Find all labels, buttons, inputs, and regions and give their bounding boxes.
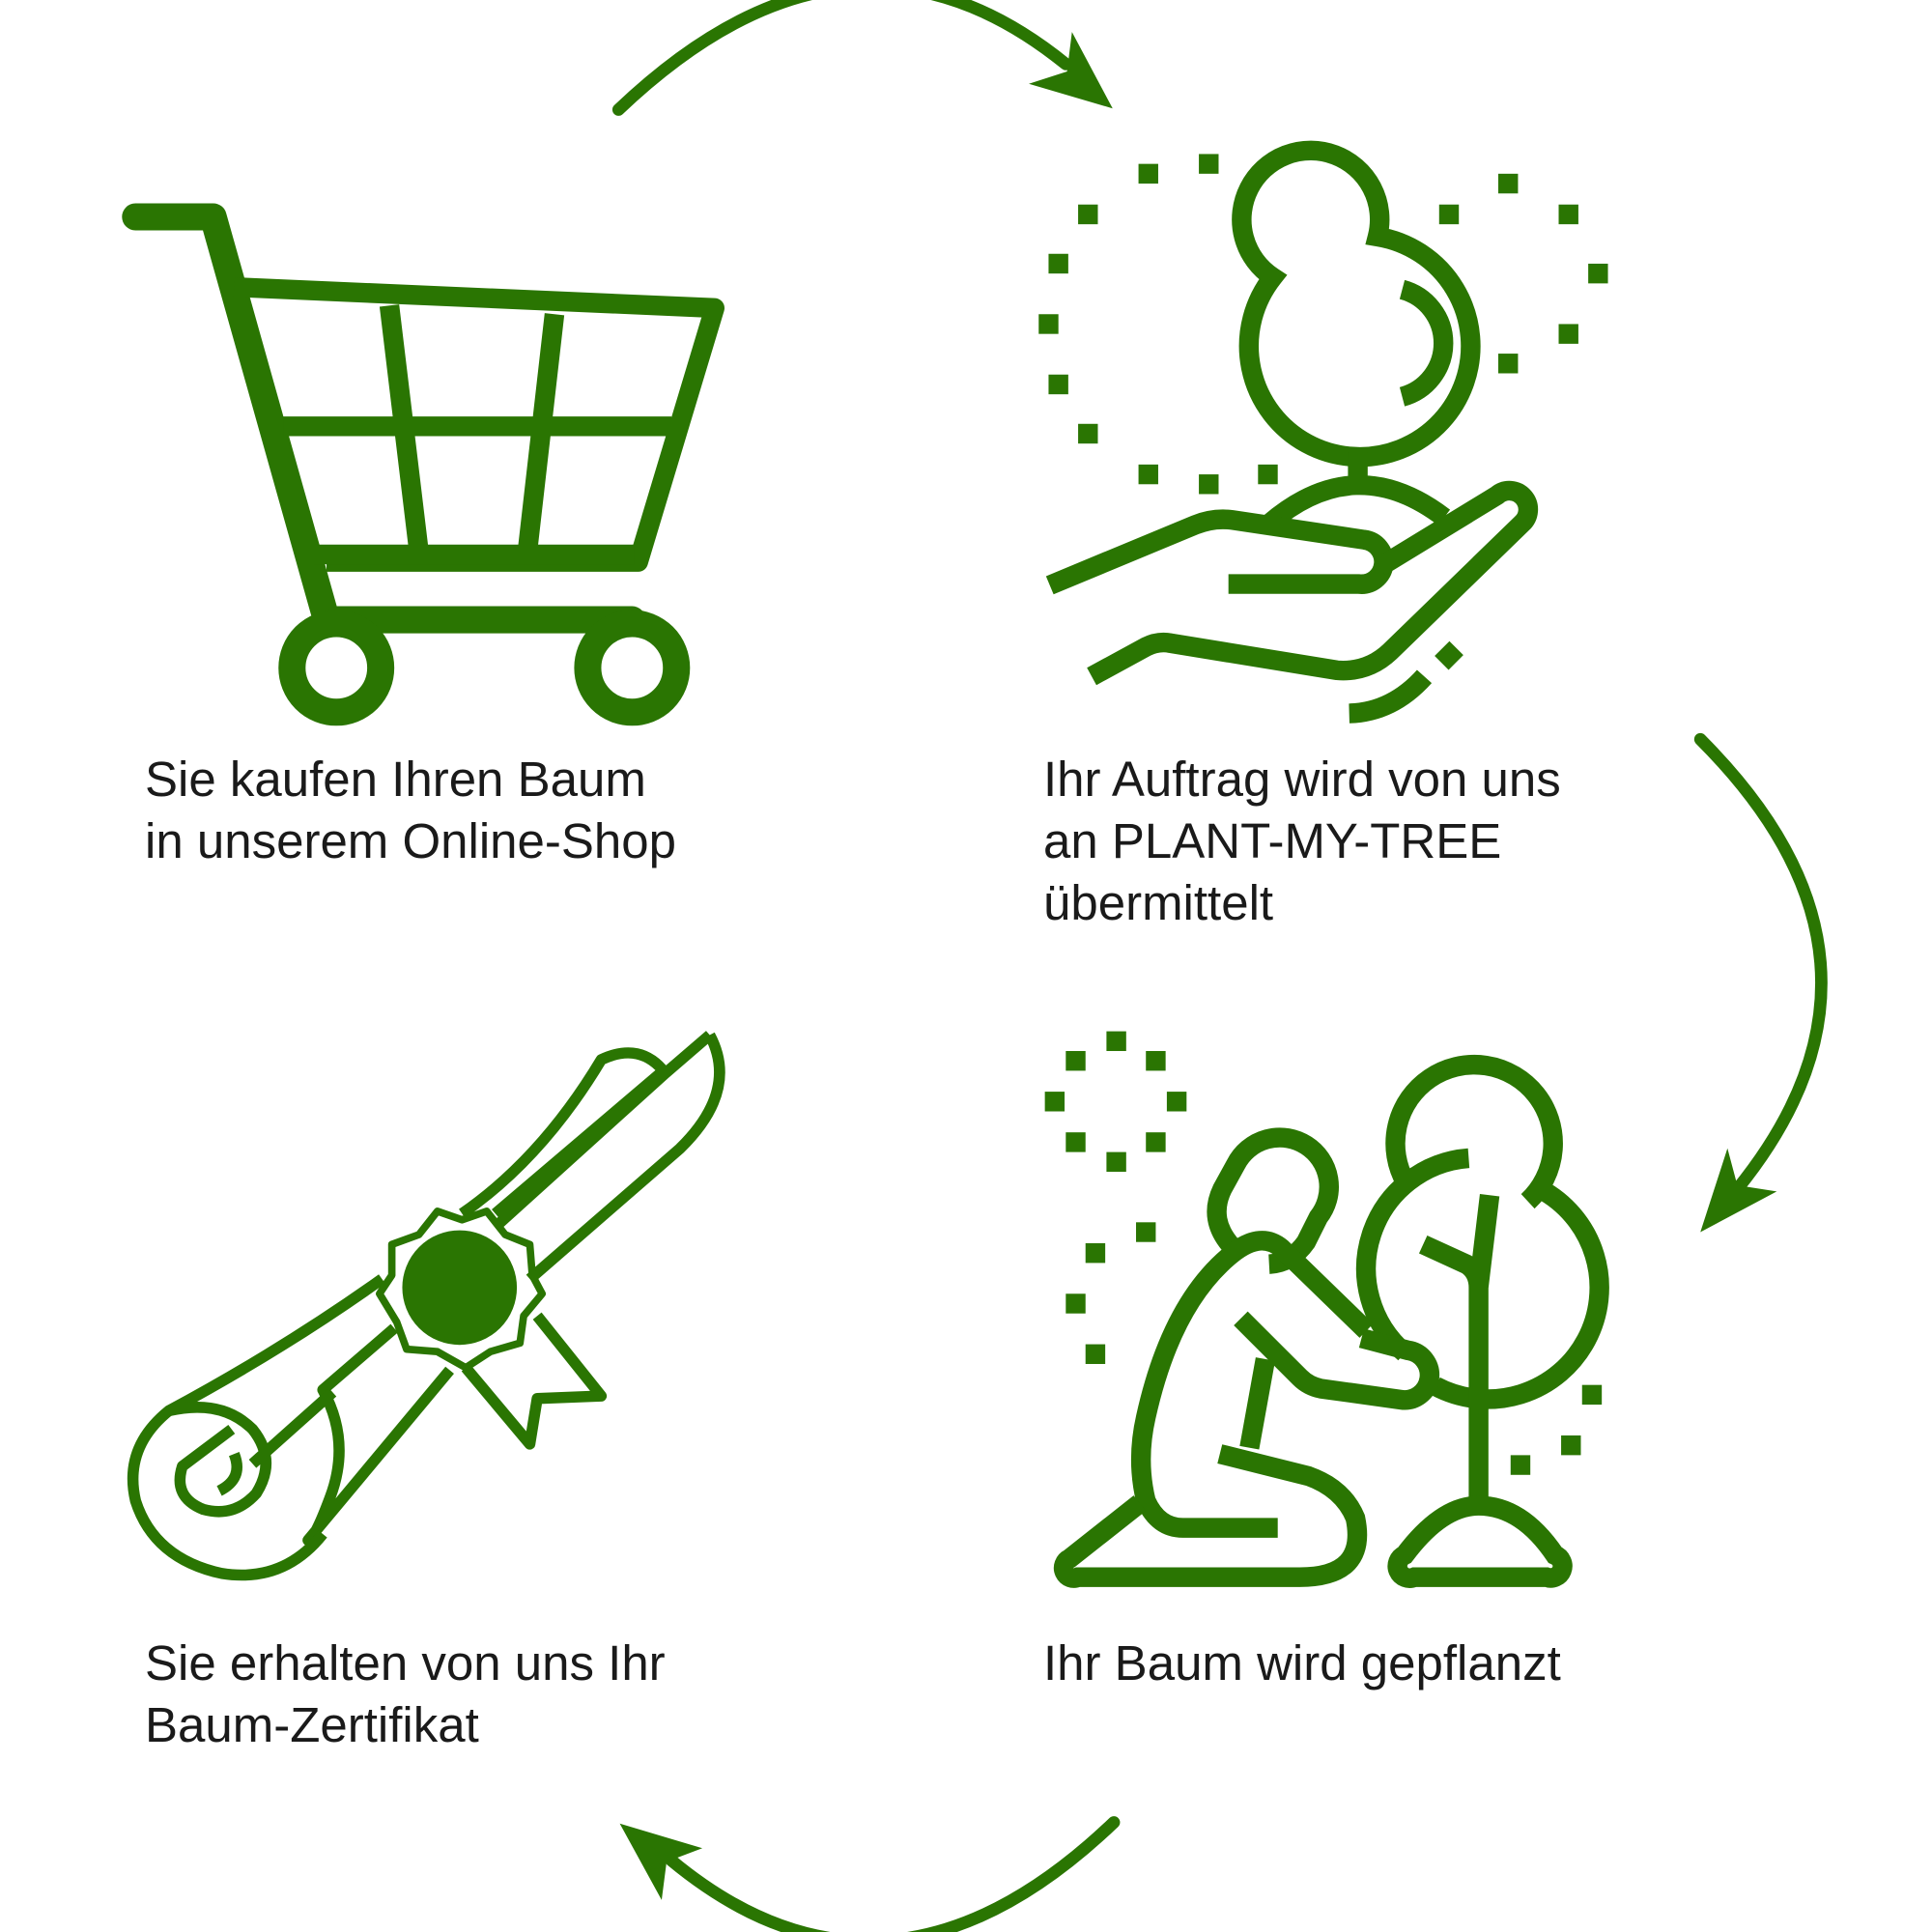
cycle-arrow-top — [611, 0, 1113, 116]
step-2-caption: Ihr Auftrag wird von uns an PLANT-MY-TRE… — [1043, 752, 1561, 930]
step-1-caption: Sie kaufen Ihren Baum in unserem Online-… — [145, 752, 676, 868]
cycle-arrow-right — [1693, 732, 1828, 1233]
shopping-cart-icon — [122, 203, 724, 726]
certificate-scroll-icon — [127, 1031, 725, 1581]
cycle-arrow-bottom — [619, 1816, 1121, 1932]
hand-holding-tree-icon — [1038, 140, 1608, 724]
person-planting-tree-icon — [1044, 1031, 1609, 1588]
step-4-caption: Sie erhalten von uns Ihr Baum-Zertifikat — [145, 1635, 666, 1752]
step-3-caption: Ihr Baum wird gepflanzt — [1043, 1635, 1561, 1690]
